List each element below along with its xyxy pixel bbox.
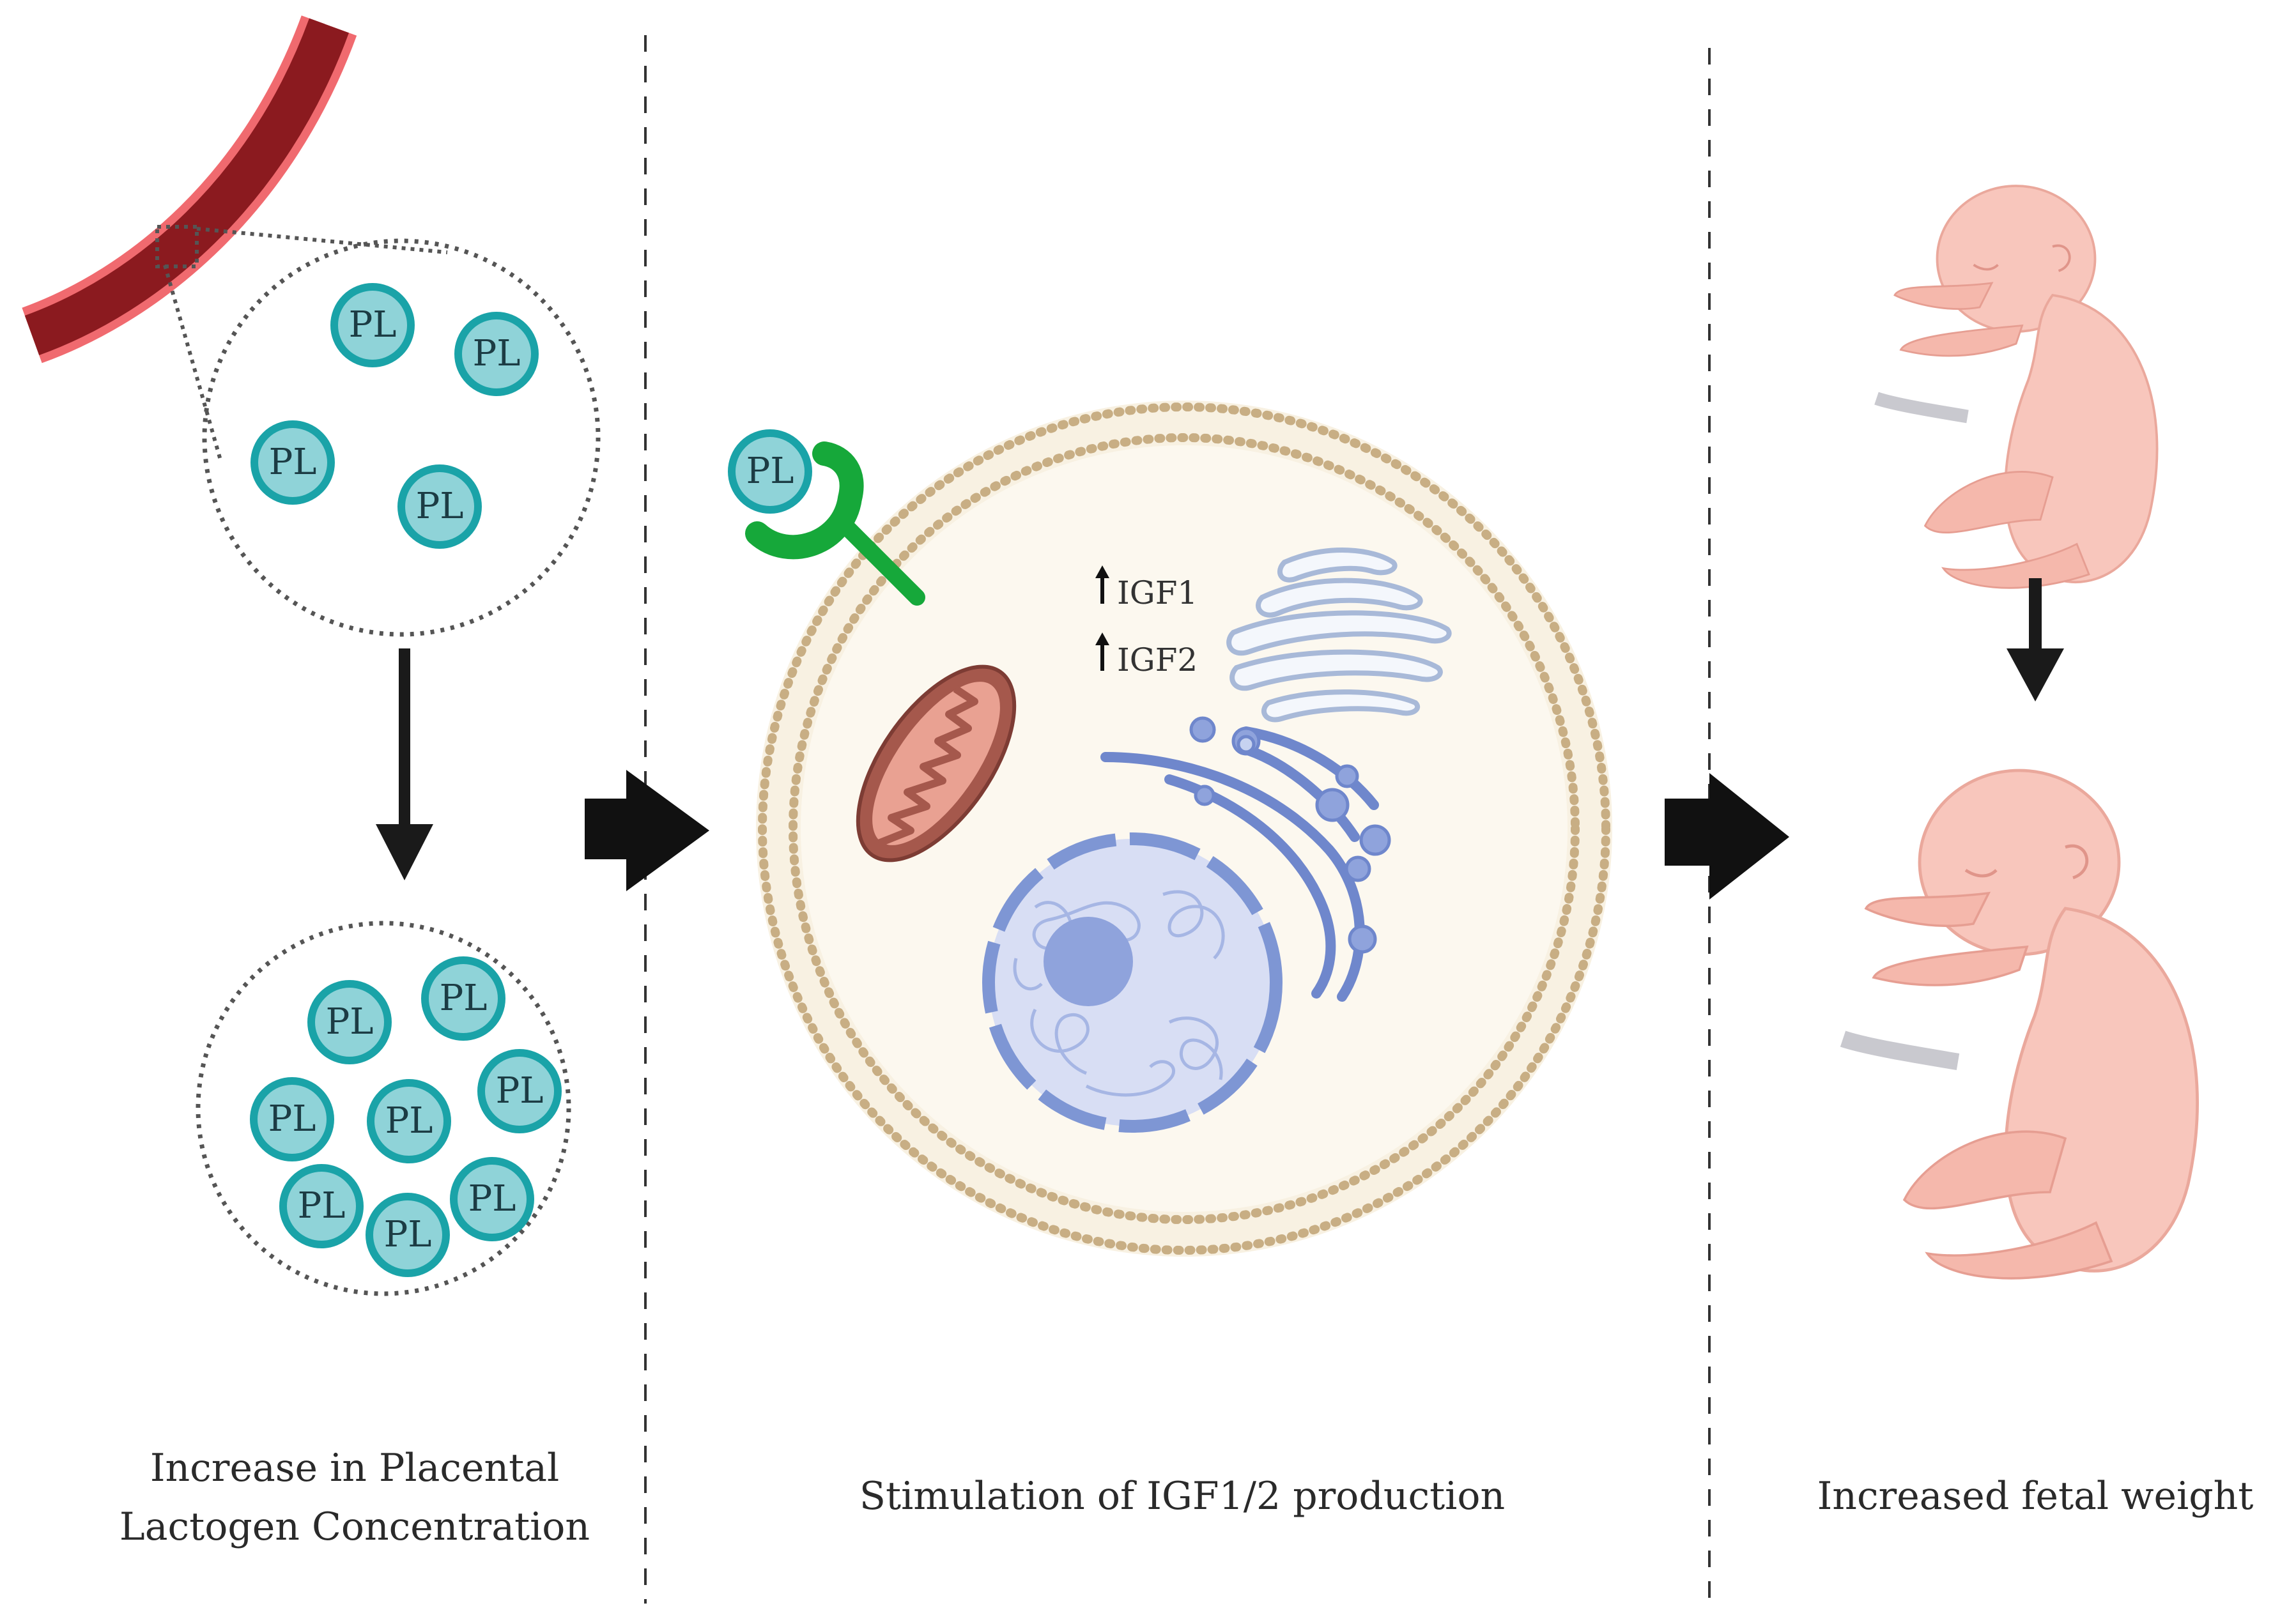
- pl-molecule: PL: [250, 1077, 334, 1161]
- left-caption-line2: Lactogen Concentration: [119, 1505, 590, 1549]
- cell-membrane-outer-beads: [758, 402, 1610, 1255]
- pl-molecule-label: PL: [349, 304, 397, 346]
- down-arrow-head: [376, 824, 433, 880]
- pl-molecule: PL: [250, 420, 335, 505]
- pl-molecules-high: PL PL PL PL PL PL PL PL: [250, 956, 562, 1277]
- pl-molecule-label: PL: [385, 1100, 433, 1142]
- pl-molecule-label: PL: [746, 450, 794, 492]
- high-concentration-view: [196, 921, 571, 1296]
- nucleus: [982, 832, 1283, 1133]
- nucleolus: [1044, 917, 1133, 1006]
- magnified-region-marker: [155, 225, 199, 268]
- pl-molecule: PL: [307, 980, 392, 1064]
- magnification-line-top: [196, 227, 448, 254]
- mitochondrion: [856, 664, 1017, 862]
- igf1-indicator: IGF1: [1095, 565, 1198, 611]
- low-concentration-view: [202, 238, 601, 637]
- pl-molecule-label: PL: [440, 977, 488, 1019]
- arrow-left-to-middle: [585, 770, 709, 891]
- blood-vessel-lumen: [24, 18, 349, 356]
- pl-molecule-bound: PL: [728, 429, 812, 514]
- pl-molecule-label: PL: [326, 1001, 374, 1043]
- igf1-label: IGF1: [1117, 574, 1198, 611]
- cell-membrane-inner-beads: [789, 433, 1580, 1224]
- magnification-line-bottom: [163, 264, 222, 461]
- igf2-indicator: IGF2: [1095, 632, 1198, 678]
- receptor-stalk: [835, 516, 925, 606]
- pl-molecule: PL: [279, 1164, 364, 1248]
- fetus-arrow-head: [2007, 648, 2064, 701]
- igf2-label: IGF2: [1117, 641, 1198, 678]
- pl-molecules-low: PL PL PL PL: [250, 283, 539, 549]
- pl-molecule-label: PL: [473, 333, 521, 374]
- er-vesicles: [1189, 716, 1391, 954]
- pl-molecule: PL: [450, 1157, 534, 1241]
- left-caption-line1: Increase in Placental: [150, 1446, 559, 1490]
- right-panel: Increased fetal weight: [1817, 186, 2254, 1519]
- pl-molecule: PL: [397, 464, 482, 549]
- left-panel: PL PL PL PL PL PL PL PL PL PL PL PL Increase in Pl…: [22, 15, 601, 1549]
- pl-molecule: PL: [421, 956, 505, 1041]
- pl-molecule: PL: [367, 1079, 451, 1163]
- pl-molecule-label: PL: [269, 441, 317, 483]
- cell-cytoplasm: [801, 445, 1568, 1212]
- arrow-middle-to-right: [1665, 773, 1789, 900]
- pl-molecule-label: PL: [384, 1214, 432, 1255]
- pl-molecule-label: PL: [268, 1098, 316, 1140]
- pl-molecule-label: PL: [298, 1185, 346, 1227]
- chromatin: [1013, 890, 1225, 1097]
- pl-molecule: PL: [728, 429, 812, 514]
- right-caption: Increased fetal weight: [1817, 1474, 2254, 1519]
- small-fetus: [1877, 186, 2157, 588]
- golgi-apparatus: [1226, 548, 1452, 723]
- blood-vessel: [22, 15, 357, 364]
- middle-caption: Stimulation of IGF1/2 production: [859, 1474, 1505, 1519]
- pl-molecule: PL: [454, 312, 539, 396]
- pl-molecule-label: PL: [496, 1070, 544, 1112]
- pl-molecule-label: PL: [416, 486, 464, 527]
- middle-panel: PL IGF1 IGF2: [728, 401, 1612, 1257]
- pl-molecule: PL: [366, 1193, 450, 1277]
- pl-molecule-label: PL: [468, 1178, 516, 1220]
- pl-molecule: PL: [330, 283, 415, 367]
- receptor: [745, 441, 864, 560]
- pl-molecule: PL: [477, 1049, 562, 1133]
- large-fetus: [1843, 770, 2198, 1278]
